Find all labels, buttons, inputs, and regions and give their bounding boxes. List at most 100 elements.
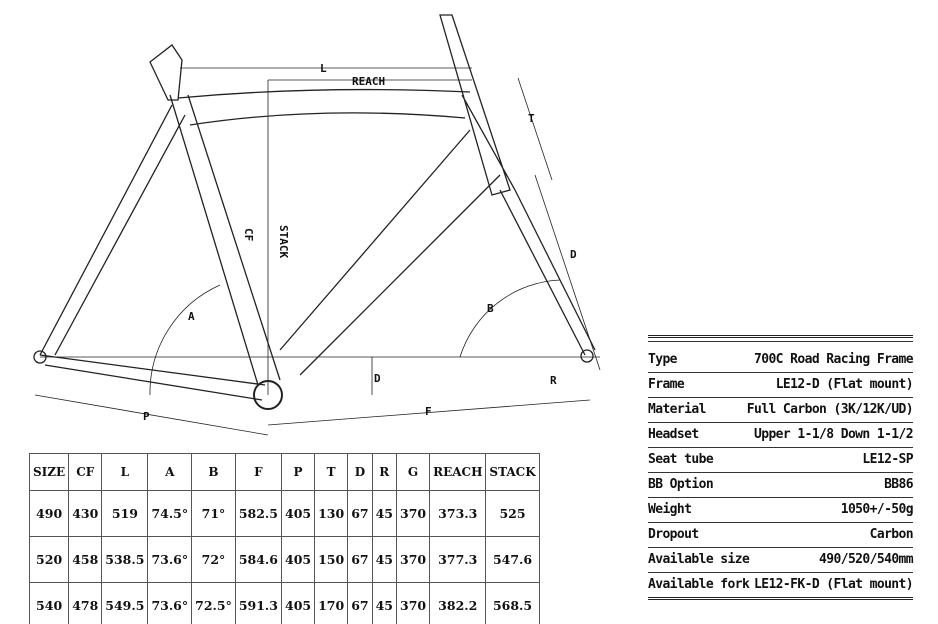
table-cell: 72.5°: [191, 582, 236, 624]
column-header: D: [347, 453, 373, 491]
label-F: F: [425, 405, 432, 418]
spec-label: Headset: [648, 427, 699, 442]
fork: [499, 189, 596, 356]
column-header: B: [191, 453, 236, 491]
column-header: A: [147, 453, 193, 491]
column-header: R: [371, 453, 398, 491]
column-header: T: [314, 453, 349, 491]
table-cell: 547.6: [485, 536, 540, 583]
table-cell: 538.5: [101, 536, 149, 583]
table-cell: 584.6: [234, 536, 283, 583]
table-cell: 549.5: [101, 582, 149, 624]
label-T: T: [528, 112, 535, 125]
table-cell: 582.5: [234, 490, 283, 537]
label-reach: REACH: [352, 75, 385, 88]
spec-value: LE12-D (Flat mount): [775, 377, 914, 392]
spec-label: Material: [648, 402, 706, 417]
table-cell: 45: [371, 536, 398, 583]
table-cell: 130: [314, 490, 349, 537]
spec-row: Type 700C Road Racing Frame: [648, 348, 914, 373]
head-tube: [439, 14, 516, 196]
spec-row: Weight 1050+/-50g: [648, 498, 914, 523]
table-cell: 568.5: [485, 582, 540, 624]
seat-stay: [39, 104, 186, 356]
spec-row: Frame LE12-D (Flat mount): [648, 373, 914, 398]
table-cell: 150: [314, 536, 349, 583]
front-axle: [580, 349, 594, 363]
table-cell: 520: [28, 536, 70, 583]
table-cell: 373.3: [429, 490, 487, 537]
table-cell: 478: [68, 582, 103, 624]
table-cell: 382.2: [429, 582, 487, 624]
table-cell: 45: [371, 490, 398, 537]
column-header: CF: [68, 453, 103, 491]
table-cell: 72°: [191, 536, 236, 583]
table-cell: 591.3: [234, 582, 283, 624]
table-cell: 525: [485, 490, 540, 537]
spec-value: Carbon: [869, 527, 914, 542]
spec-row: BB Option BB86: [648, 473, 914, 498]
table-cell: 458: [68, 536, 103, 583]
spec-row: Dropout Carbon: [648, 523, 914, 548]
table-cell: 67: [347, 582, 373, 624]
seat-post: [149, 44, 183, 101]
spec-value: BB86: [884, 477, 914, 492]
top-tube: [177, 88, 471, 126]
label-G: D: [570, 248, 577, 261]
spec-value: 1050+/-50g: [840, 502, 914, 517]
spec-value: Full Carbon (3K/12K/UD): [746, 402, 914, 417]
spec-value: Upper 1-1/8 Down 1-1/2: [754, 427, 914, 442]
table-cell: 73.6°: [147, 582, 193, 624]
spec-label: Available size: [648, 552, 750, 567]
table-cell: 71°: [191, 490, 236, 537]
column-header: SIZE: [28, 453, 70, 491]
spec-row: Material Full Carbon (3K/12K/UD): [648, 398, 914, 423]
spec-label: Seat tube: [648, 452, 714, 467]
label-R: R: [550, 374, 557, 387]
spec-label: Frame: [648, 377, 685, 392]
table-cell: 519: [101, 490, 149, 537]
spec-label: Weight: [648, 502, 692, 517]
label-L: L: [320, 62, 327, 75]
column-header: L: [101, 453, 149, 491]
down-tube: [279, 129, 501, 376]
table-cell: 45: [371, 582, 398, 624]
spec-value: 490/520/540mm: [819, 552, 914, 567]
table-cell: 67: [347, 536, 373, 583]
table-cell: 370: [395, 490, 431, 537]
seat-tube: [169, 94, 281, 386]
label-CF: CF: [242, 228, 255, 241]
table-cell: 74.5°: [147, 490, 193, 537]
label-B: B: [487, 302, 494, 315]
spec-value: 700C Road Racing Frame: [754, 352, 914, 367]
spec-value: LE12-SP: [862, 452, 913, 467]
table-cell: 405: [280, 582, 316, 624]
spec-label: BB Option: [648, 477, 714, 492]
table-cell: 405: [280, 490, 316, 537]
table-cell: 405: [280, 536, 316, 583]
table-cell: 370: [395, 536, 431, 583]
spec-label: Type: [648, 352, 678, 367]
label-A: A: [188, 310, 195, 323]
label-stack: STACK: [277, 225, 290, 258]
spec-row: Available size 490/520/540mm: [648, 548, 914, 573]
column-header: F: [234, 453, 283, 491]
spec-label: Dropout: [648, 527, 699, 542]
frame-drawing: L REACH STACK T D D R F P A B CF: [33, 14, 601, 436]
chain-stay: [39, 354, 266, 401]
table-cell: 170: [314, 582, 349, 624]
column-header: STACK: [485, 453, 540, 491]
column-header: G: [395, 453, 431, 491]
table-cell: 73.6°: [147, 536, 193, 583]
table-cell: 430: [68, 490, 103, 537]
column-header: P: [280, 453, 316, 491]
label-P: P: [143, 410, 150, 423]
